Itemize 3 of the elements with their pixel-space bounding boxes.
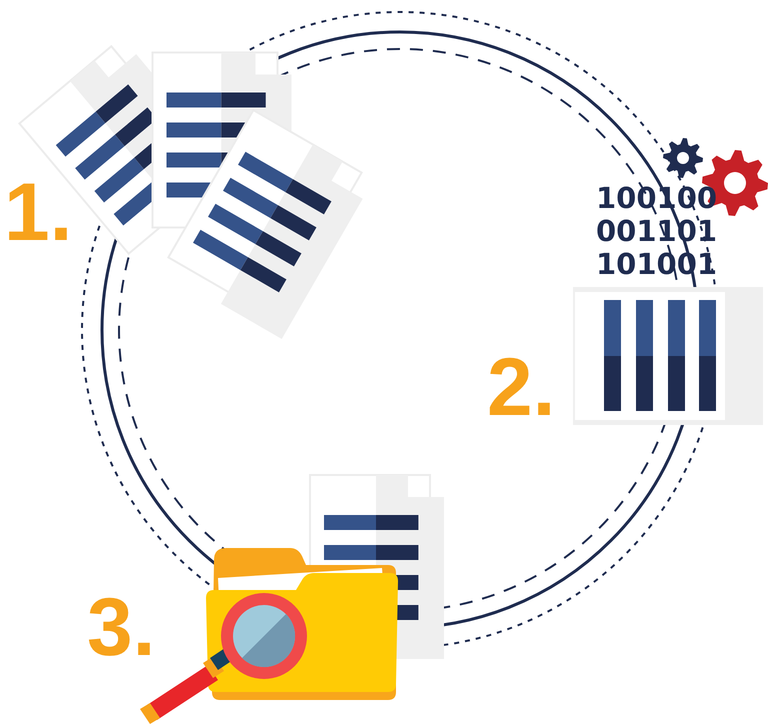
step-number: 1. xyxy=(4,172,72,254)
step-number: 2. xyxy=(487,347,556,429)
step-number: 3. xyxy=(87,587,156,669)
